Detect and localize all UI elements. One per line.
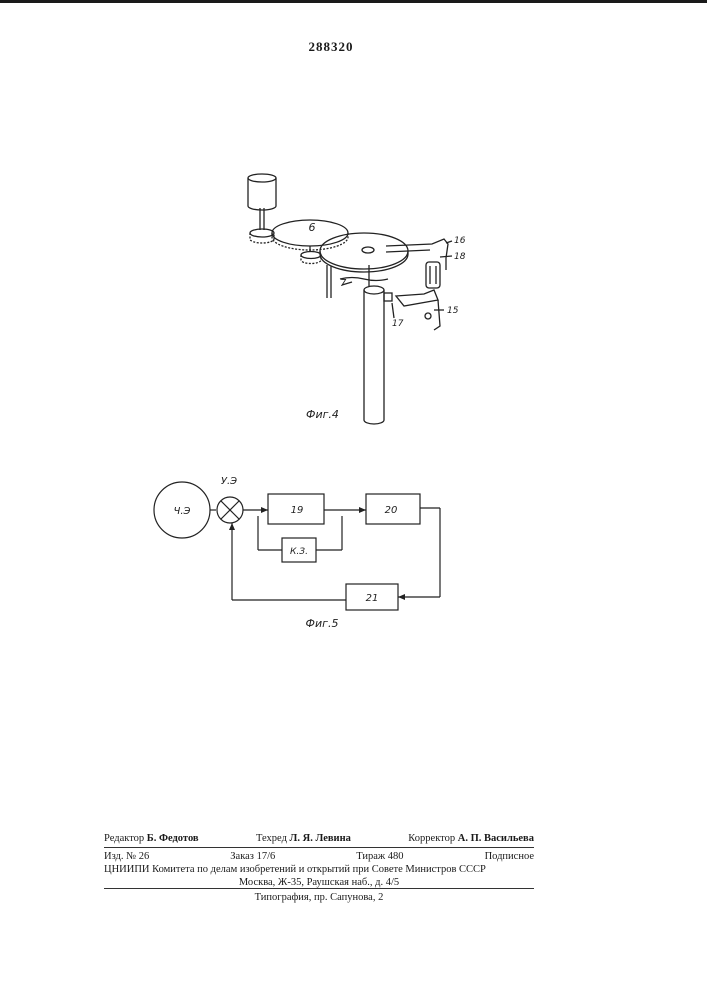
sensor-arm [386, 239, 448, 330]
label-20: 20 [385, 505, 398, 516]
printing-house: Типография, пр. Сапунова, 2 [104, 891, 534, 904]
imprint-rule-bottom [104, 888, 534, 889]
label-16: 16 [454, 236, 466, 246]
pinion-gear [250, 229, 274, 243]
label-comparator: У.Э [221, 476, 237, 487]
techred-credit: Техред Л. Я. Левина [256, 832, 351, 845]
label-sensor: Ч.Э [173, 506, 190, 517]
figure-4-caption: Фиг.4 [306, 408, 339, 421]
flow-arrows [229, 507, 405, 600]
label-6: 6 [309, 221, 316, 234]
imprint-details: Изд. № 26 Заказ 17/6 Тираж 480 Подписное… [104, 850, 534, 889]
figure-5-diagram [154, 482, 440, 610]
izd-number: Изд. № 26 [104, 850, 149, 863]
figure-4-drawing [248, 174, 452, 424]
label-19: 19 [291, 505, 304, 516]
motor-cylinder [248, 174, 276, 230]
label-18: 18 [454, 252, 466, 262]
lower-pinion [301, 252, 321, 264]
order-number: Заказ 17/6 [230, 850, 275, 863]
label-17: 17 [392, 319, 404, 329]
circulation: Тираж 480 [356, 850, 403, 863]
label-feedback: К.З. [290, 547, 308, 557]
subscription: Подписное [485, 850, 534, 863]
figure-5-caption: Фиг.5 [306, 617, 339, 630]
editor-credit: Редактор Б. Федотов [104, 832, 199, 845]
imprint-credits: Редактор Б. Федотов Техред Л. Я. Левина … [104, 832, 534, 845]
corrector-credit: Корректор А. П. Васильева [408, 832, 534, 845]
label-15: 15 [447, 306, 459, 316]
label-7: 7 [340, 278, 347, 289]
column [340, 265, 392, 424]
label-21: 21 [366, 593, 379, 604]
organization: ЦНИИПИ Комитета по делам изобретений и о… [104, 863, 534, 876]
imprint-rule [104, 847, 534, 848]
